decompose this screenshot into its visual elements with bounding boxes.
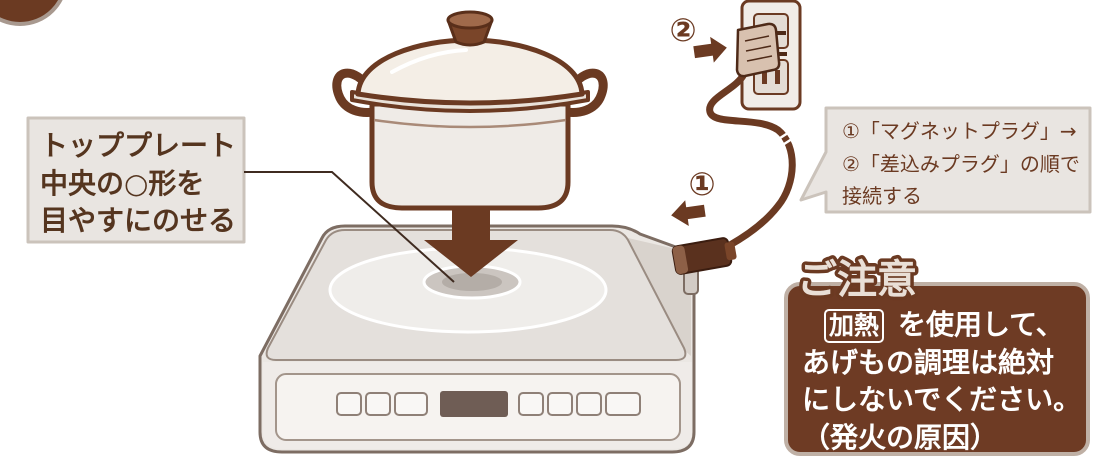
placement-note-line: 目やすにのせる [40,202,236,240]
caution-line: （発火の原因） [802,419,1090,457]
control-button [519,393,543,415]
pot-body [372,104,568,208]
control-button [577,393,601,415]
control-button [606,393,640,415]
arrow-right-icon [692,35,728,65]
magnet-plug-icon [672,236,738,274]
connection-note: ①「マグネットプラグ」→ ②「差込みプラグ」の順で 接続する [842,115,1080,213]
plug-body [737,24,779,76]
outlet-slot [775,70,780,84]
caution-body: 加熱を使用して、 あげもの調理は絶対 にしないでください。 （発火の原因） [786,306,1090,456]
connection-note-line: ②「差込みプラグ」の順で [842,148,1080,181]
control-button [548,393,572,415]
cooktop-display [440,391,508,417]
power-connection: ② ① [669,1,800,275]
control-button [395,393,427,415]
placement-note-line: 中央の○形を [40,165,236,203]
placement-note: トッププレート 中央の○形を 目やすにのせる [40,127,236,240]
caution-title: ご注意 [797,257,917,303]
control-button [366,393,390,415]
caution-line: にしないでください。 [802,381,1090,419]
caution-line: 加熱を使用して、 [802,306,1090,344]
pot-knob-top [448,12,492,28]
caution-line-text: を使用して、 [898,308,1064,341]
step-badge-icon [0,0,66,24]
magnet-step-number: ① [688,165,715,203]
control-button [337,393,361,415]
placement-note-line: トッププレート [40,127,236,165]
pot-icon [337,12,603,208]
connection-note-line: ①「マグネットプラグ」→ [842,115,1080,148]
connection-note-line: 接続する [842,180,1080,213]
outlet-step-number: ② [669,11,696,49]
heat-key-label: 加熱 [824,309,884,343]
caution-line: あげもの調理は絶対 [802,344,1090,382]
